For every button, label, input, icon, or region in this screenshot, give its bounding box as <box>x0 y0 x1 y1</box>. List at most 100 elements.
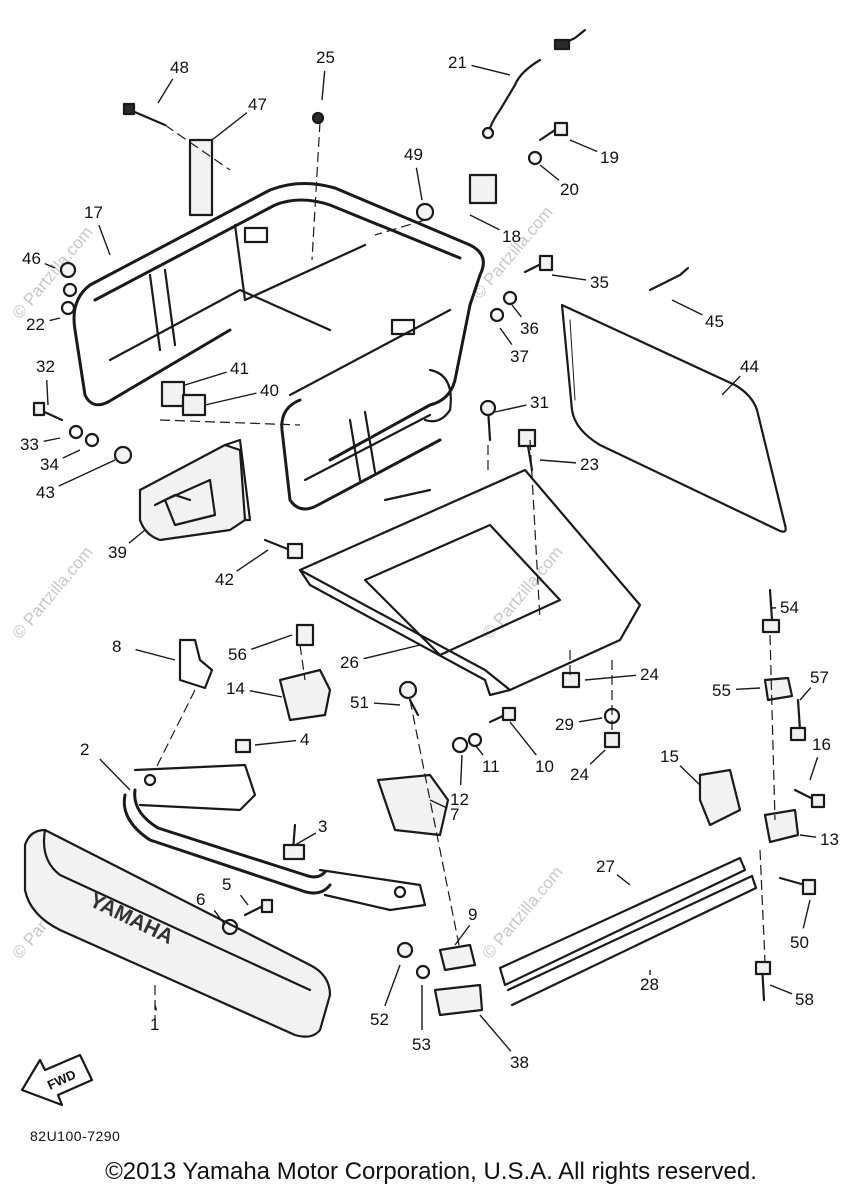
callout-54: 54 <box>780 598 799 617</box>
callout-34: 34 <box>40 455 59 474</box>
callout-11: 11 <box>482 757 500 776</box>
leader-line <box>471 64 511 76</box>
callout-37: 37 <box>510 347 529 366</box>
leader-line <box>373 702 401 706</box>
leader-line <box>250 634 293 651</box>
leader-line <box>735 687 761 690</box>
callout-35: 35 <box>590 273 609 292</box>
callout-22: 22 <box>26 315 45 334</box>
leader-line <box>569 139 598 153</box>
callout-53: 53 <box>412 1035 431 1054</box>
leader-line <box>809 757 819 781</box>
callout-36: 36 <box>520 319 539 338</box>
leader-line <box>236 549 269 572</box>
callout-16: 16 <box>812 735 831 754</box>
callout-57: 57 <box>810 668 829 687</box>
callout-13: 13 <box>820 830 839 849</box>
leader-line <box>454 924 471 946</box>
callout-7: 7 <box>450 805 459 824</box>
side-cover <box>138 438 252 542</box>
copyright-notice: ©2013 Yamaha Motor Corporation, U.S.A. A… <box>105 1158 757 1185</box>
callout-2: 2 <box>80 740 89 759</box>
callout-21: 21 <box>448 53 467 72</box>
leader-line <box>509 721 537 756</box>
callout-24: 24 <box>640 665 659 684</box>
fasteners <box>32 102 826 1002</box>
leader-line <box>616 874 631 886</box>
callout-38: 38 <box>510 1053 529 1072</box>
leader-line <box>58 459 116 487</box>
callout-43: 43 <box>36 483 55 502</box>
leader-line <box>671 299 703 316</box>
callout-55: 55 <box>712 681 731 700</box>
leader-line <box>499 327 513 346</box>
assembly-lines <box>154 121 776 1030</box>
watermark: © Partzilla.com <box>9 223 97 323</box>
bumper-cover: YAMAHA <box>23 828 332 1038</box>
callout-19: 19 <box>600 148 619 167</box>
leader-line <box>539 459 577 464</box>
leader-line <box>721 375 741 396</box>
leader-line <box>157 78 174 104</box>
callout-48: 48 <box>170 58 189 77</box>
callout-5: 5 <box>222 875 231 894</box>
wire-harness <box>481 28 587 140</box>
leader-line <box>213 909 226 926</box>
fwd-arrow: FWD <box>20 1053 94 1107</box>
watermark: © Partzilla.com <box>479 863 567 963</box>
callout-23: 23 <box>580 455 599 474</box>
callout-15: 15 <box>660 747 679 766</box>
leader-line <box>384 964 401 1007</box>
callout-40: 40 <box>260 381 279 400</box>
leader-line <box>511 304 522 318</box>
leader-line <box>43 437 61 442</box>
leader-line <box>46 379 49 406</box>
leader-line <box>294 832 317 846</box>
leader-line <box>49 317 61 322</box>
leader-line <box>128 529 146 544</box>
leader-line <box>429 799 448 809</box>
leader-line <box>239 894 249 906</box>
callout-4: 4 <box>300 730 309 749</box>
leader-line <box>249 690 283 698</box>
callout-58: 58 <box>795 990 814 1009</box>
leader-line <box>584 674 637 681</box>
callout-31: 31 <box>530 393 549 412</box>
callout-10: 10 <box>535 757 554 776</box>
bumper-bar <box>122 763 427 912</box>
callout-8: 8 <box>112 637 121 656</box>
leader-line <box>254 739 297 746</box>
callout-labels: 1234567891011121314151617181920212223242… <box>20 48 839 1072</box>
callout-12: 12 <box>450 790 469 809</box>
leader-line <box>679 765 701 786</box>
callout-42: 42 <box>215 570 234 589</box>
leader-line <box>154 1004 158 1011</box>
leader-line <box>799 687 812 701</box>
callout-51: 51 <box>350 693 369 712</box>
callout-6: 6 <box>196 890 205 909</box>
leader-line <box>321 70 326 101</box>
callout-39: 39 <box>108 543 127 562</box>
callout-17: 17 <box>84 203 103 222</box>
leader-line <box>211 112 248 141</box>
leader-line <box>62 449 81 459</box>
small-parts <box>153 138 800 1017</box>
callout-41: 41 <box>230 359 249 378</box>
watermark: © Partzilla.com <box>9 543 97 643</box>
callout-3: 3 <box>318 817 327 836</box>
leader-line <box>99 758 131 791</box>
leader-line <box>589 749 606 765</box>
callout-27: 27 <box>596 857 615 876</box>
leader-line <box>479 1014 512 1052</box>
callout-9: 9 <box>468 905 477 924</box>
side-panel <box>560 303 787 533</box>
leader-line <box>44 262 56 269</box>
callout-14: 14 <box>226 679 245 698</box>
callout-18: 18 <box>502 227 521 246</box>
callout-20: 20 <box>560 180 579 199</box>
callout-1: 1 <box>150 1015 159 1034</box>
leader-line <box>469 214 500 231</box>
callout-52: 52 <box>370 1010 389 1029</box>
leader-line <box>363 644 421 660</box>
